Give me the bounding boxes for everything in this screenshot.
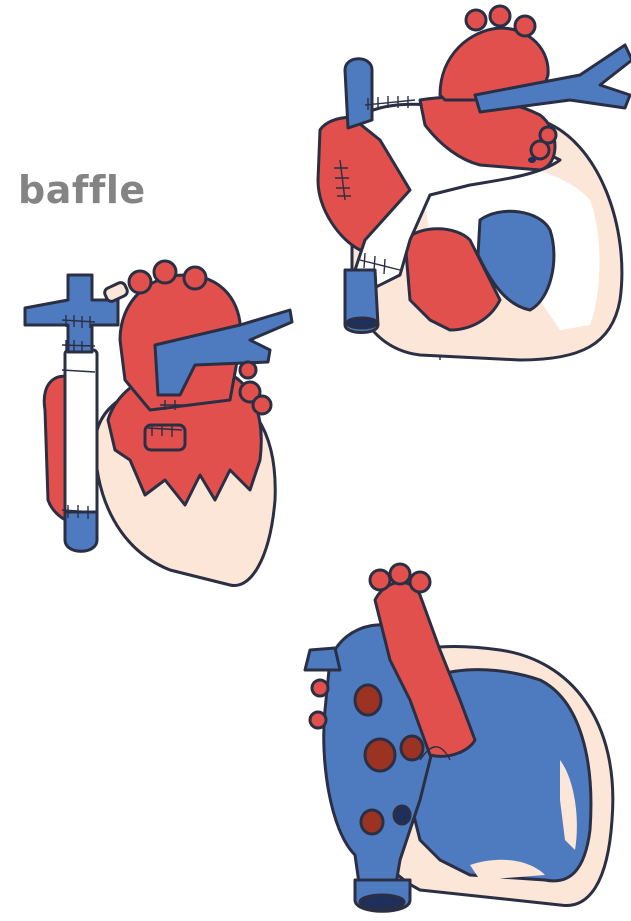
heart-top-right [318,6,631,360]
heart-left [25,261,292,586]
heart-bottom-right [305,564,613,911]
